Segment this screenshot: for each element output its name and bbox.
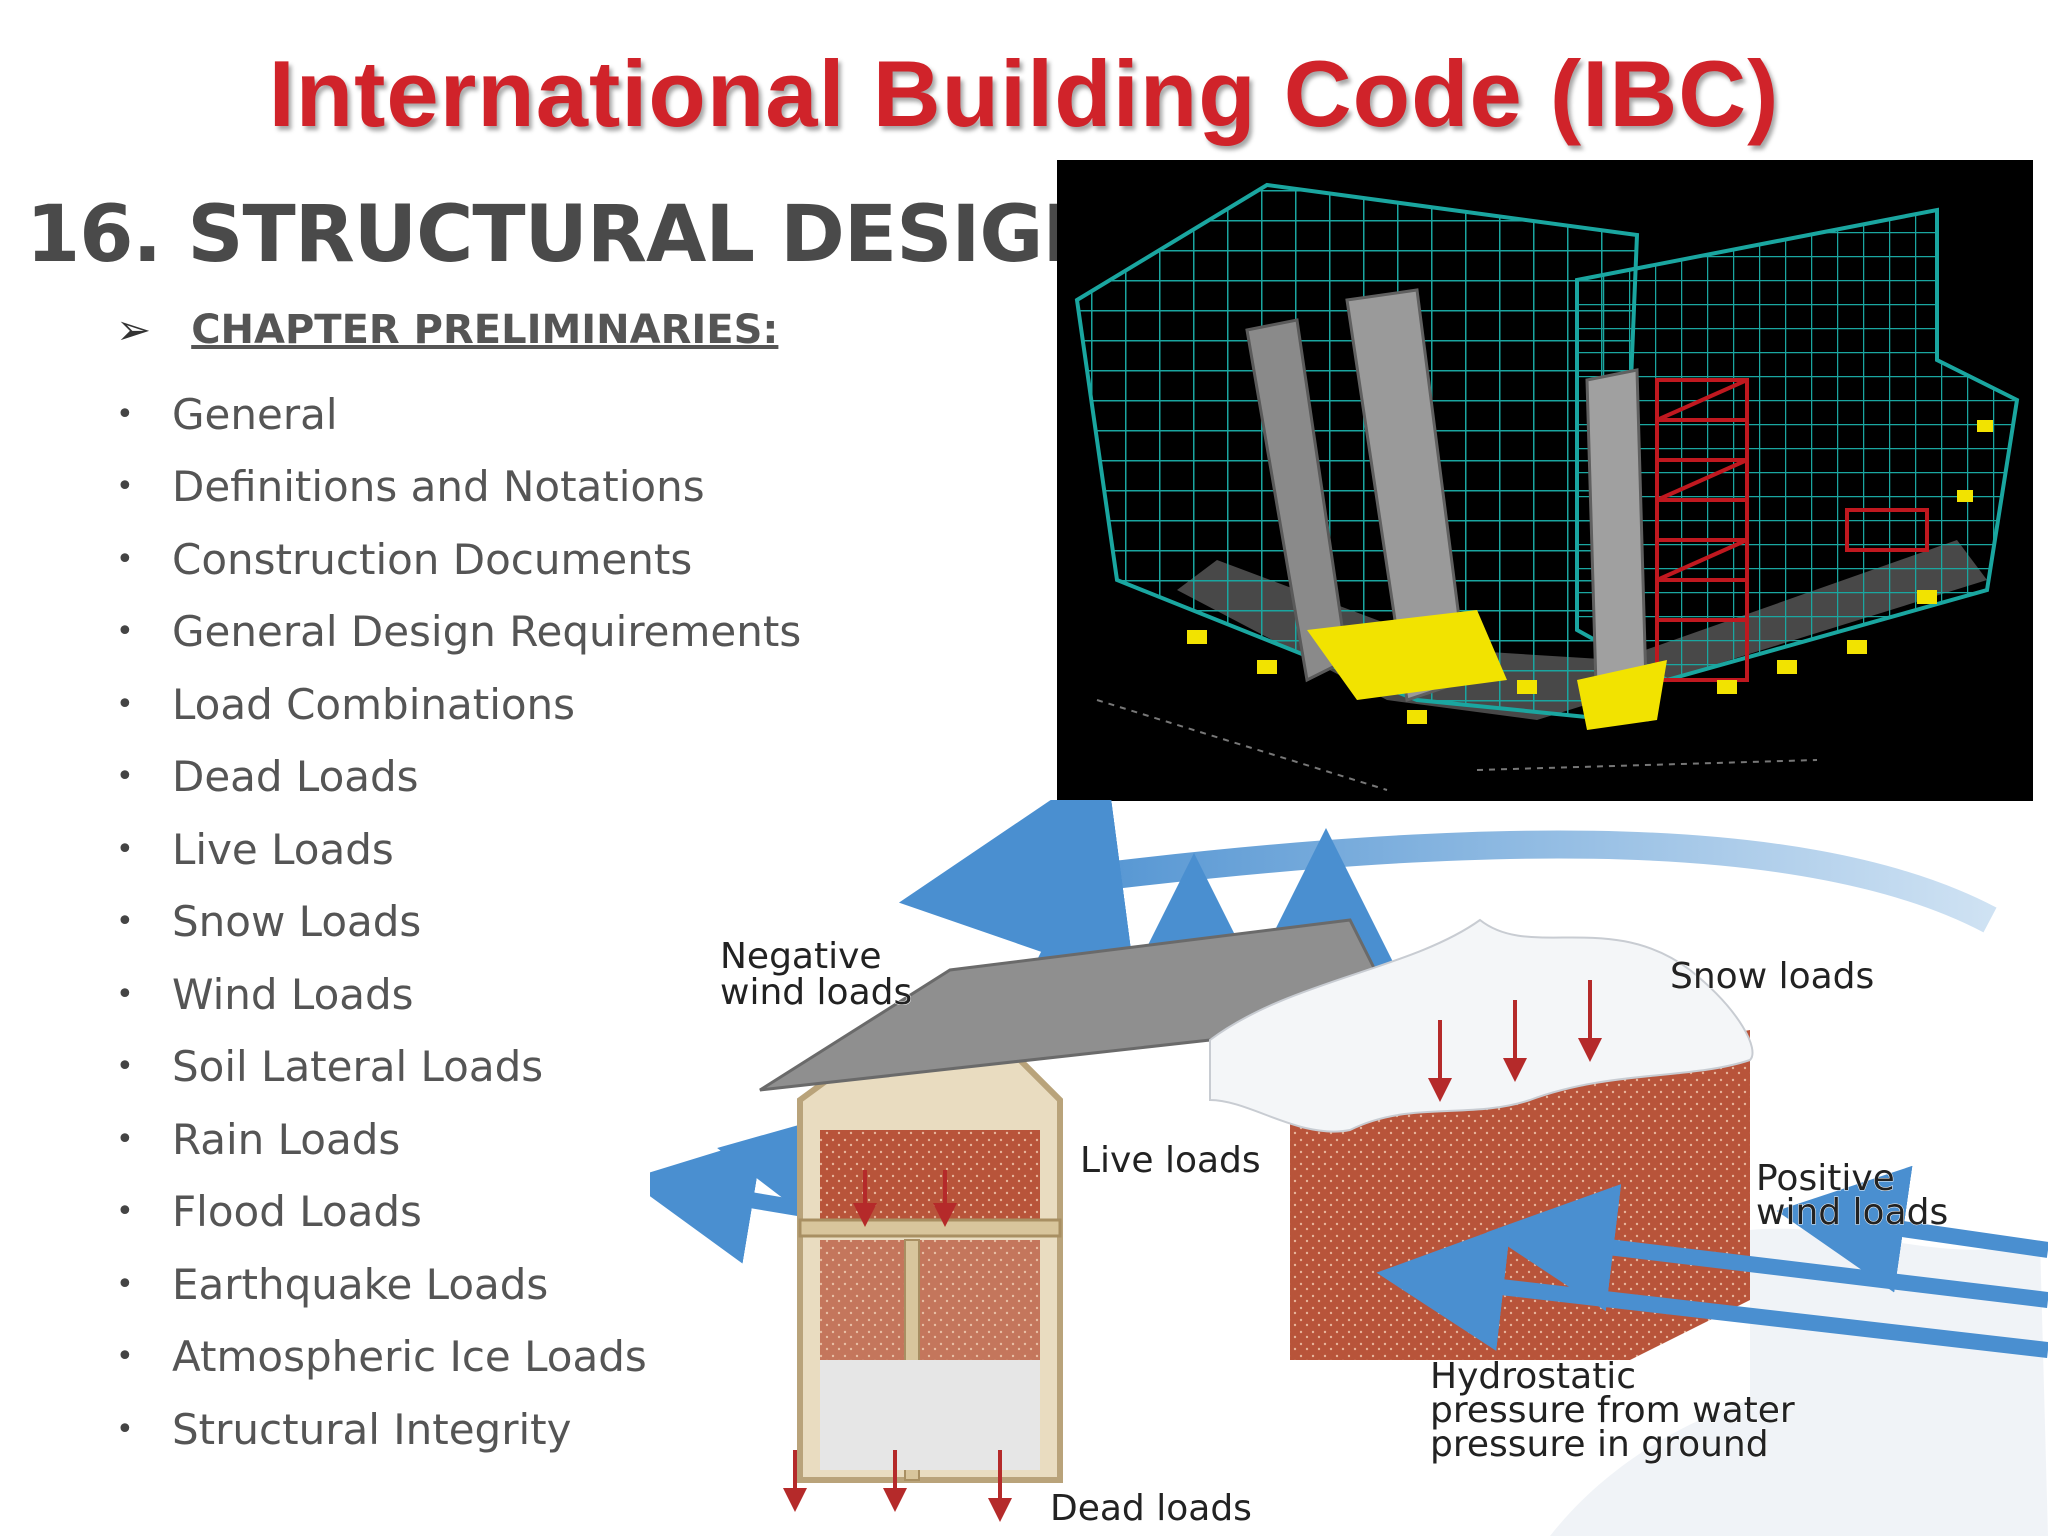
list-item-label: Soil Lateral Loads bbox=[172, 1042, 544, 1092]
negative-wind-label-2: wind loads bbox=[720, 972, 912, 1013]
list-item-label: Rain Loads bbox=[172, 1114, 401, 1164]
list-item: • Structural Integrity bbox=[116, 1393, 801, 1466]
bullet-dot-icon: • bbox=[116, 614, 134, 650]
arrowhead-bullet-icon: ➢ bbox=[116, 305, 152, 354]
list-item: • Snow Loads bbox=[116, 886, 801, 959]
list-item-label: Flood Loads bbox=[172, 1187, 422, 1237]
positive-wind-label-2: wind loads bbox=[1756, 1192, 1948, 1233]
bullet-dot-icon: • bbox=[116, 904, 134, 940]
list-item-label: Load Combinations bbox=[172, 679, 576, 729]
list-item: • General Design Requirements bbox=[116, 596, 801, 669]
list-item-label: Live Loads bbox=[172, 824, 394, 874]
snow-loads-label: Snow loads bbox=[1670, 956, 1874, 997]
list-item-label: Definitions and Notations bbox=[172, 462, 705, 512]
list-item-label: Earthquake Loads bbox=[172, 1259, 549, 1309]
bullet-dot-icon: • bbox=[116, 541, 134, 577]
list-item-label: Atmospheric Ice Loads bbox=[172, 1332, 647, 1382]
bullet-dot-icon: • bbox=[116, 759, 134, 795]
chapter-preliminaries-heading: ➢ CHAPTER PRELIMINARIES: bbox=[116, 305, 778, 354]
hydrostatic-label-2: pressure from water bbox=[1430, 1390, 1795, 1431]
subheading-label: CHAPTER PRELIMINARIES: bbox=[191, 306, 779, 353]
list-item: • Definitions and Notations bbox=[116, 451, 801, 524]
list-item-label: General bbox=[172, 389, 338, 439]
hydrostatic-label-1: Hydrostatic bbox=[1430, 1356, 1636, 1397]
list-item-label: Dead Loads bbox=[172, 752, 419, 802]
list-item-label: Snow Loads bbox=[172, 897, 422, 947]
list-item: • Wind Loads bbox=[116, 958, 801, 1031]
list-item: • Atmospheric Ice Loads bbox=[116, 1321, 801, 1394]
list-item-label: Construction Documents bbox=[172, 534, 693, 584]
list-item: • Dead Loads bbox=[116, 741, 801, 814]
list-item: • Earthquake Loads bbox=[116, 1248, 801, 1321]
section-heading: 16. STRUCTURAL DESIGN bbox=[26, 190, 1108, 280]
hydrostatic-label-3: pressure in ground bbox=[1430, 1424, 1769, 1465]
structural-frame-image bbox=[1057, 160, 2033, 801]
positive-wind-label-1: Positive bbox=[1756, 1158, 1895, 1199]
bullet-dot-icon: • bbox=[116, 1266, 134, 1302]
bullet-dot-icon: • bbox=[116, 1049, 134, 1085]
list-item: • Soil Lateral Loads bbox=[116, 1031, 801, 1104]
bullet-dot-icon: • bbox=[116, 1411, 134, 1447]
live-loads-label: Live loads bbox=[1080, 1140, 1261, 1181]
list-item: • Rain Loads bbox=[116, 1103, 801, 1176]
negative-wind-label-1: Negative bbox=[720, 936, 882, 977]
bullet-dot-icon: • bbox=[116, 396, 134, 432]
list-item: • Live Loads bbox=[116, 813, 801, 886]
bullet-dot-icon: • bbox=[116, 1194, 134, 1230]
list-item: • Construction Documents bbox=[116, 523, 801, 596]
bullet-dot-icon: • bbox=[116, 1339, 134, 1375]
bullet-dot-icon: • bbox=[116, 469, 134, 505]
list-item-label: Structural Integrity bbox=[172, 1404, 572, 1454]
list-item-label: General Design Requirements bbox=[172, 607, 802, 657]
list-item: • General bbox=[116, 378, 801, 451]
list-item: • Load Combinations bbox=[116, 668, 801, 741]
bullet-dot-icon: • bbox=[116, 831, 134, 867]
slide-title: International Building Code (IBC) bbox=[268, 41, 1780, 146]
bullet-dot-icon: • bbox=[116, 1121, 134, 1157]
dead-loads-label: Dead loads bbox=[1050, 1488, 1252, 1529]
structural-frame-illustration bbox=[1057, 160, 2033, 801]
loads-illustration: Negative wind loads Snow loads Live load… bbox=[626, 762, 2048, 1536]
list-item: • Flood Loads bbox=[116, 1176, 801, 1249]
bullet-dot-icon: • bbox=[116, 976, 134, 1012]
bullet-dot-icon: • bbox=[116, 686, 134, 722]
topic-list: • General • Definitions and Notations • Con… bbox=[116, 378, 801, 1466]
list-item-label: Wind Loads bbox=[172, 969, 414, 1019]
building-loads-diagram: Negative wind loads Snow loads Live load… bbox=[626, 762, 2048, 1536]
